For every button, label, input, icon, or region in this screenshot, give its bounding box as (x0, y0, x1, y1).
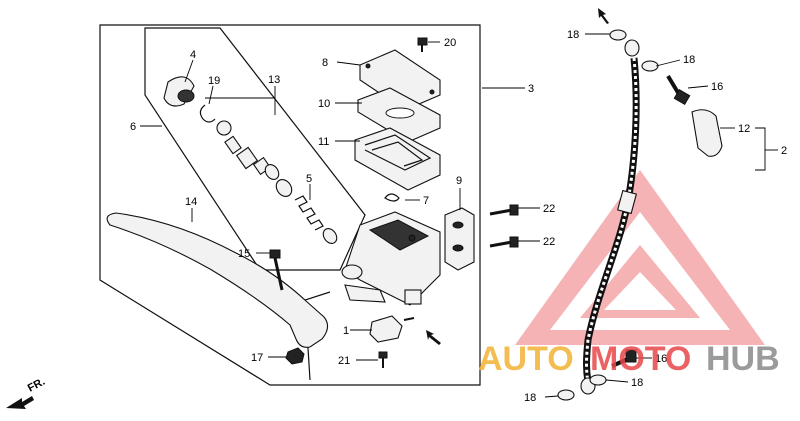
washer-top-right (641, 60, 659, 72)
watermark-hub: HUB (706, 340, 780, 378)
callout-12: 12 (738, 123, 750, 135)
piston-set-frame (144, 27, 366, 271)
switch-screw (378, 351, 388, 368)
oil-bolt-top (666, 74, 691, 106)
direction-arrow-body (426, 330, 441, 345)
spring-seat (322, 228, 338, 244)
callout-14: 14 (185, 196, 197, 208)
brake-switch (369, 315, 415, 343)
assembly-frame (99, 24, 481, 386)
boot (163, 76, 195, 107)
circlip (199, 104, 216, 123)
callout-8: 8 (322, 57, 328, 69)
watermark-logo (515, 170, 765, 345)
watermark-auto: AUTO (478, 340, 574, 378)
callout-18-top-left: 18 (567, 29, 579, 41)
screw-lower (489, 236, 519, 248)
oil-bolt-bottom (611, 349, 637, 368)
washer-bottom-left (557, 389, 575, 401)
front-label: FR. (26, 376, 47, 395)
callout-11: 11 (318, 136, 329, 148)
brake-lever (106, 212, 329, 348)
pivot-bolt (269, 249, 284, 291)
front-arrow-icon (6, 396, 34, 409)
callout-16-bottom: 16 (655, 353, 667, 365)
callout-10: 10 (318, 98, 330, 110)
watermark-text: AUTO MOTO HUB (478, 340, 780, 378)
spring (294, 195, 324, 231)
reservoir-cap (359, 49, 441, 111)
callout-18-top-right: 18 (683, 54, 695, 66)
callout-21: 21 (338, 355, 350, 367)
callout-16-top: 16 (711, 81, 723, 93)
callout-20: 20 (444, 37, 456, 49)
screw-upper (489, 204, 519, 216)
callout-7: 7 (423, 195, 429, 207)
callout-6: 6 (130, 121, 136, 133)
hose-joint (691, 109, 723, 157)
callout-labels: 4 19 13 6 5 8 10 11 7 9 20 3 22 22 14 15… (130, 29, 787, 404)
direction-arrow-top (598, 8, 609, 24)
callout-3: 3 (528, 83, 534, 95)
callout-4: 4 (190, 49, 196, 61)
clip (384, 193, 400, 202)
master-cylinder-body (341, 211, 441, 306)
brake-hose (580, 39, 640, 395)
reservoir-plate (357, 87, 441, 143)
callout-13: 13 (268, 74, 280, 86)
pivot-nut (285, 347, 305, 365)
cap-screw (417, 37, 428, 52)
reservoir-diaphragm (354, 127, 441, 191)
callout-2: 2 (781, 145, 787, 157)
piston-assembly (216, 120, 293, 197)
watermark-moto: MOTO (590, 340, 691, 378)
callout-19: 19 (208, 75, 220, 87)
callout-17: 17 (251, 352, 263, 364)
leader-lines (140, 33, 778, 398)
holder (444, 207, 475, 271)
callout-18-bottom-left: 18 (524, 392, 536, 404)
callout-5: 5 (306, 173, 312, 185)
callout-22-lower: 22 (543, 236, 555, 248)
callout-18-bottom-right: 18 (631, 377, 643, 389)
callout-1: 1 (343, 325, 349, 337)
callout-9: 9 (456, 175, 462, 187)
washer-top-left (609, 29, 627, 41)
callout-22-upper: 22 (543, 203, 555, 215)
callout-15: 15 (238, 248, 250, 260)
front-direction-indicator: FR. (6, 376, 47, 409)
